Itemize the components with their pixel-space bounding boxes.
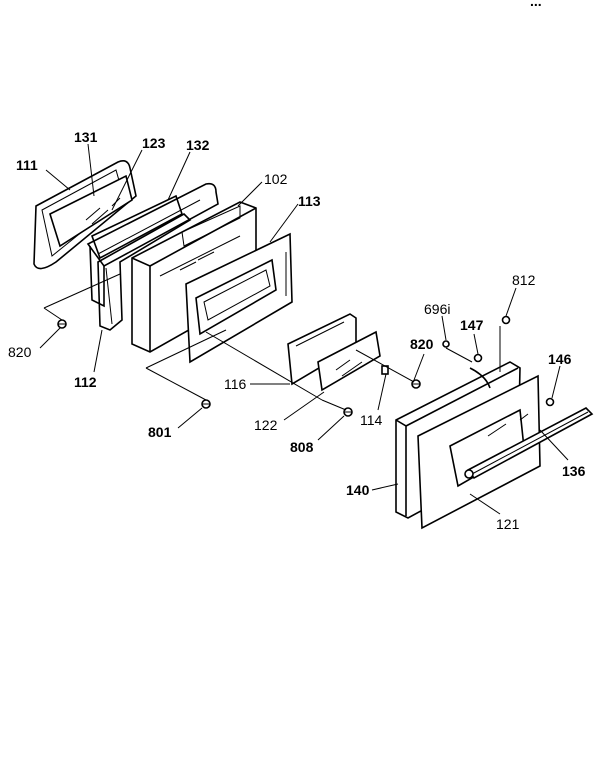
label-820-right: 820 [410,336,434,352]
part-131-glass [49,174,133,248]
label-808: 808 [290,439,314,455]
label-121: 121 [496,516,520,532]
assembly-guide-lines [43,273,501,411]
label-111: 111 [16,157,38,173]
label-132: 132 [186,137,210,153]
part-number-labels: 111 131 123 132 102 113 820 112 116 801 … [8,129,586,532]
part-121-outer-glass [417,374,541,530]
label-136: 136 [562,463,586,479]
label-116: 116 [224,376,247,392]
part-122-window-glass [317,330,381,392]
label-146: 146 [548,351,572,367]
label-696i: 696i [424,301,450,317]
part-147-spring [469,353,491,389]
label-102: 102 [264,171,288,187]
part-113-inner-panel [185,232,293,364]
part-136-handle [464,407,594,480]
leader-lines [39,143,569,515]
label-114: 114 [360,412,383,428]
label-123: 123 [142,135,166,151]
part-112-bracket [97,213,192,331]
part-132-retainer [86,182,219,308]
label-820-left: 820 [8,344,32,360]
part-123-glass-frame [90,194,183,260]
label-122: 122 [254,417,278,433]
label-801: 801 [148,424,172,440]
label-112: 112 [74,374,97,390]
label-147: 147 [460,317,484,333]
label-113: 113 [298,193,321,209]
label-140: 140 [346,482,370,498]
part-102-door-liner [131,201,257,353]
corner-mark: ... [530,0,542,9]
label-812: 812 [512,272,536,288]
part-801-screw [201,399,211,409]
part-146-screw [545,397,555,407]
label-131: 131 [74,129,98,145]
part-696-screw [442,340,450,348]
part-820-screw-left [57,319,67,329]
part-116-retainer [287,313,357,386]
part-812-screw [501,315,511,325]
